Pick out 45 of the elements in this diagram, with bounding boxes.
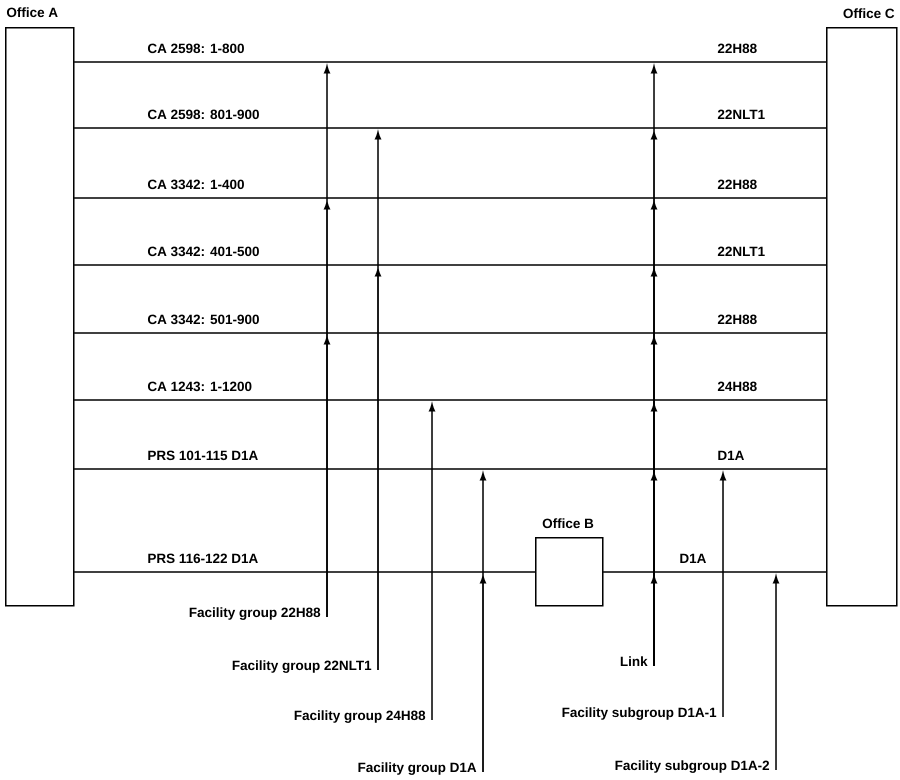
trunk-line [74,332,826,334]
group-label: Facility subgroup D1A-1 [562,707,716,720]
edge-label: CA 2598: 1-800 [148,44,244,54]
trunk-line [604,571,826,573]
trunk-line [74,399,826,401]
trunk-line [74,61,826,63]
line-label: D1A [718,450,744,460]
line-label: 22NLT1 [718,246,765,256]
arrow [720,472,726,717]
node-label: Office A [6,7,58,18]
group-label: Facility group 24H88 [294,710,426,723]
line-label: 22NLT1 [718,110,765,119]
arrow [772,576,780,770]
edge-label: D1A [680,554,706,563]
arrow [374,268,382,670]
edge-label: CA 2598: 801-900 [148,110,259,120]
trunk-line [74,127,826,129]
trunk-line [74,197,826,199]
edge-label: PRS 116-122 D1A [148,554,258,564]
node-label: Office C [844,8,894,18]
edge-label: CA 3342: 501-900 [148,314,259,324]
line-label: 22H88 [718,314,757,324]
arrow [650,576,658,666]
line-label: 22H88 [718,44,757,54]
edge-label: CA 3342: 1-400 [148,180,244,190]
office-box: Office A [5,7,75,607]
trunk-line [74,468,826,470]
line-label: 24H88 [718,382,757,392]
group-label: Facility group 22NLT1 [232,660,372,673]
group-label: Facility group D1A [358,762,476,775]
office-box: Office B [535,518,604,607]
group-label: Facility group 22H88 [190,607,320,620]
group-label: Link [620,656,648,666]
office-box: Office C [826,8,898,607]
trunk-line [74,264,826,266]
node-label: Office B [542,518,594,528]
trunk-line [74,571,535,573]
arrow [324,336,330,617]
edge-label: PRS 101-115 D1A [148,450,258,460]
arrow [428,404,436,720]
arrow [480,576,486,772]
edge-label: CA 1243: 1-1200 [148,382,252,392]
group-label: Facility subgroup D1A-2 [616,760,770,773]
line-label: 22H88 [718,180,757,190]
edge-label: CA 3342: 401-500 [148,246,259,256]
